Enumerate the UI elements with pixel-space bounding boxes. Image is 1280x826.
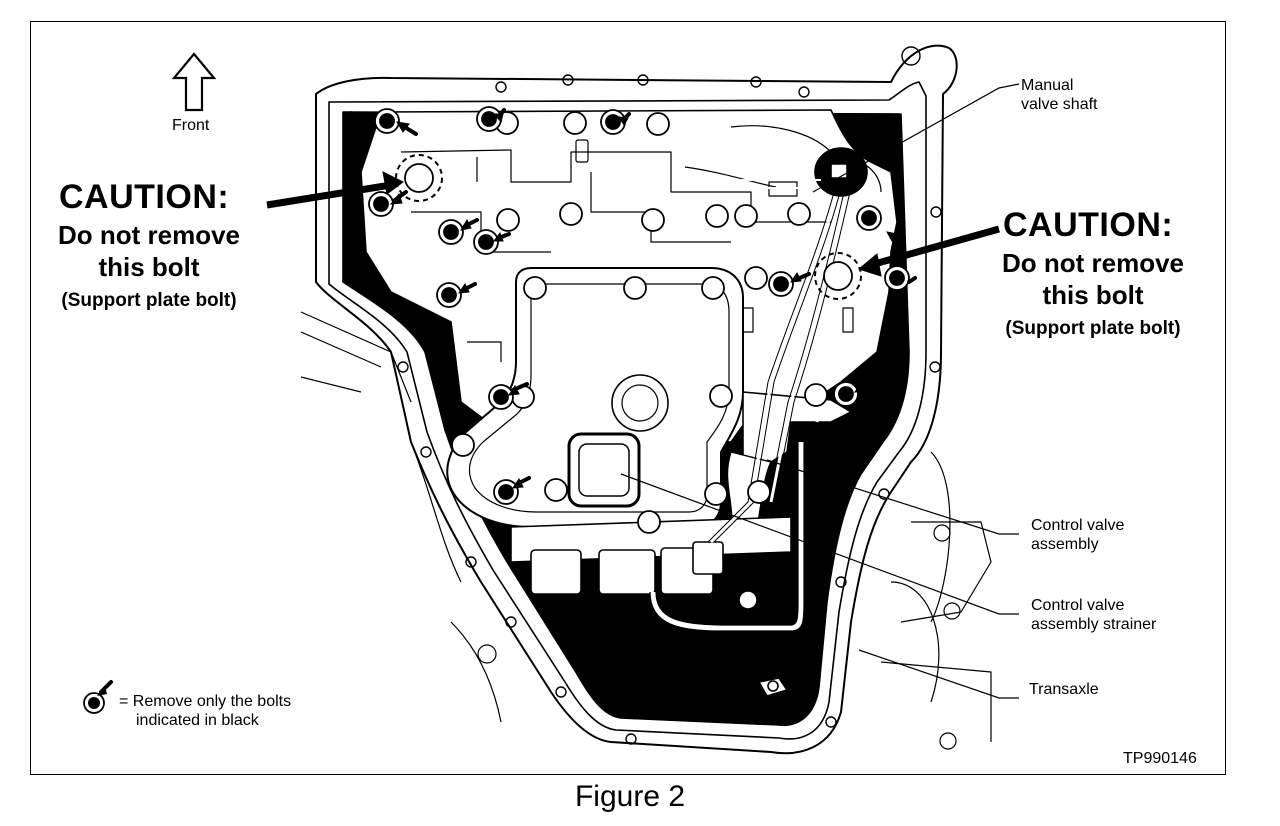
support-plate-bolt-markers	[395, 154, 862, 300]
transaxle-valve-body-illustration	[83, 44, 1020, 755]
callout-leaders	[620, 83, 1020, 699]
manual-valve-shaft-label-line2: valve shaft	[1021, 96, 1098, 113]
front-label: Front	[172, 117, 210, 134]
control-valve-assembly-label: Control valve assembly	[1031, 516, 1124, 554]
caution-arrows	[266, 171, 1000, 277]
transaxle-label-line1: Transaxle	[1029, 681, 1099, 698]
flange-bolt-holes	[345, 46, 942, 745]
figure-code: TP990146	[1123, 750, 1197, 767]
legend-line1: = Remove only the bolts	[119, 693, 292, 710]
control-valve-assembly-label-line1: Control valve	[1031, 517, 1125, 534]
control-valve-strainer-label: Control valve assembly strainer	[1031, 596, 1156, 634]
wire-harness-outline	[707, 191, 851, 543]
pan-flange-inner	[328, 81, 927, 740]
legend-symbol	[83, 680, 113, 714]
figure-caption: Figure 2	[574, 780, 686, 813]
white-bolts	[404, 111, 853, 534]
legend-text: = Remove only the bolts indicated in bla…	[119, 692, 291, 730]
up-arrow-icon	[171, 52, 217, 112]
caution-left-line1: Do not remove	[57, 220, 241, 250]
black-bolts	[368, 106, 910, 505]
control-valve-assembly-label-line2: assembly	[1031, 536, 1099, 553]
lube-pipe	[650, 442, 804, 631]
caution-left-line2: this bolt	[98, 252, 200, 282]
caution-right-line1: Do not remove	[1001, 248, 1185, 278]
legend-line2: indicated in black	[136, 712, 259, 729]
transaxle-case-lines	[300, 311, 992, 750]
caution-right-title: CAUTION:	[1003, 206, 1174, 244]
control-valve-strainer-label-line1: Control valve	[1031, 597, 1125, 614]
manual-valve-shaft-label: Manual valve shaft	[1021, 76, 1097, 114]
control-valve-strainer-label-line2: assembly strainer	[1031, 616, 1157, 633]
transaxle-label: Transaxle	[1029, 680, 1099, 699]
figure-frame: Front CAUTION: Do not remove this bolt (…	[30, 21, 1226, 775]
drain-bolt	[758, 677, 788, 697]
solenoid-blocks	[510, 516, 792, 595]
caution-right-note: (Support plate bolt)	[1005, 318, 1181, 339]
bolt-indicator-arrows	[389, 108, 917, 489]
pan-flange-outer	[315, 44, 958, 755]
caution-left-note: (Support plate bolt)	[61, 290, 237, 311]
manual-valve-shaft-label-line1: Manual	[1021, 77, 1074, 94]
caution-left-title: CAUTION:	[59, 178, 230, 216]
caution-right-line2: this bolt	[1042, 280, 1144, 310]
